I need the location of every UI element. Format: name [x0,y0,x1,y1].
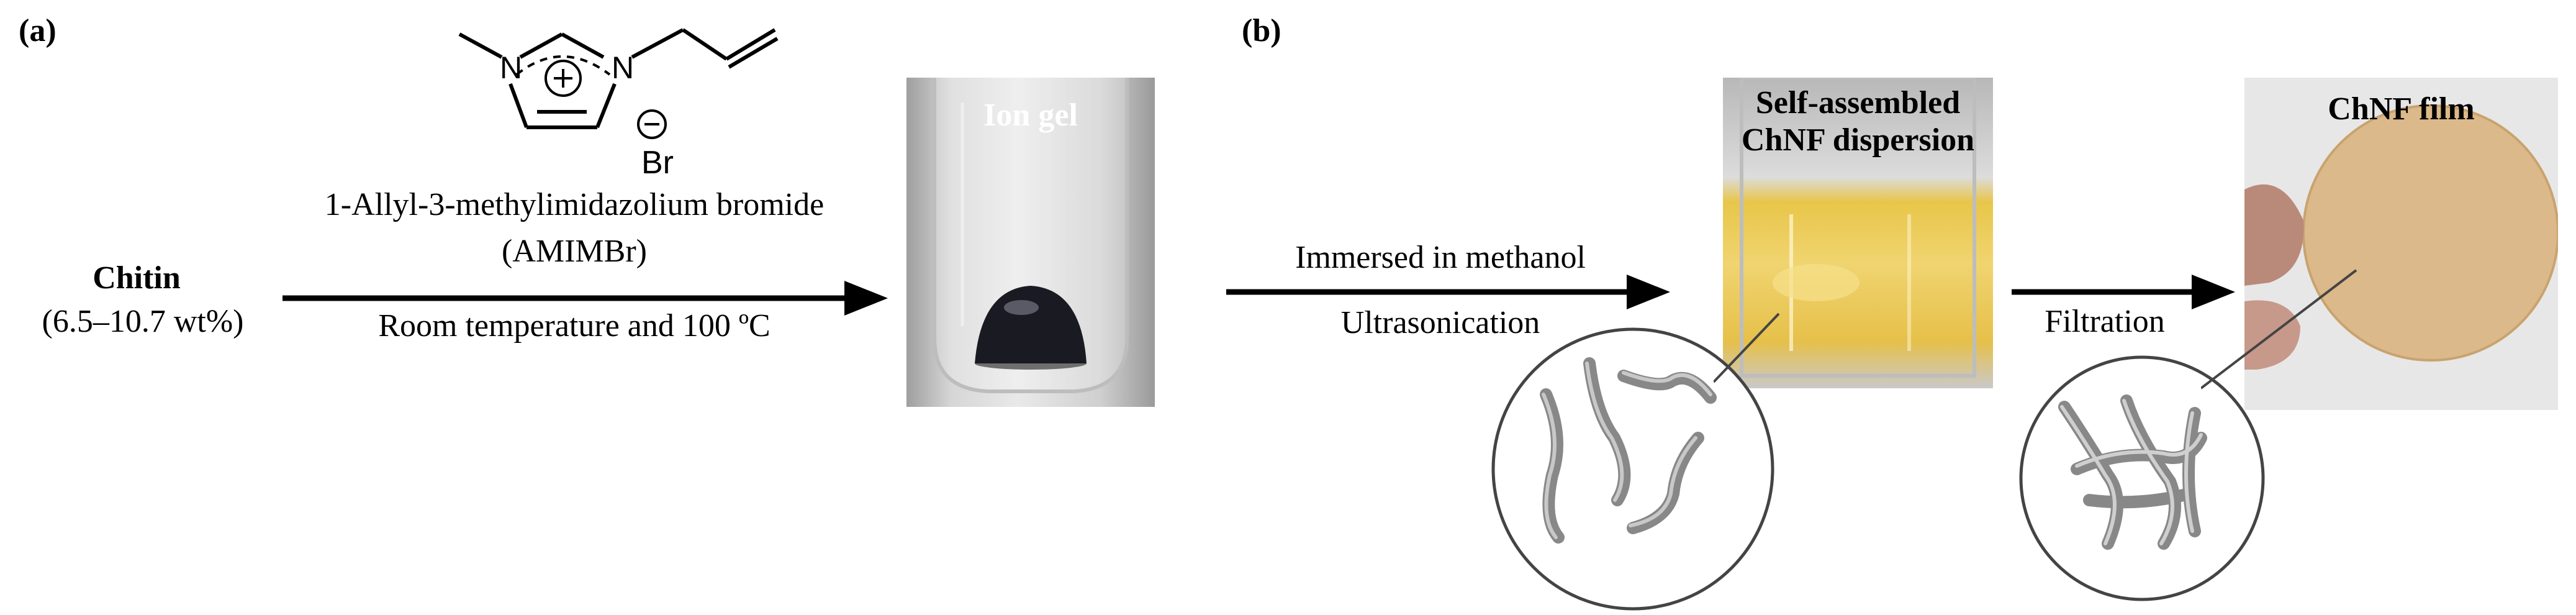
dispersion-photo: Self-assembled ChNF dispersion [1723,78,1993,388]
reagent-name: 1-Allyl-3-methylimidazolium bromide [324,187,825,222]
arrow-self-assembly [1226,273,1673,311]
arrow-filtration [2012,273,2238,311]
dispersion-label-line1: Self-assembled [1755,85,1961,121]
ring-nitrogen-right: N [612,50,635,85]
dissolution-condition: Room temperature and 100 ºC [378,308,771,344]
chitin-label: Chitin [93,260,181,296]
film-label: ChNF film [2328,91,2475,127]
reagent-abbrev: (AMIMBr) [502,234,647,269]
step1-ultrasonication: Ultrasonication [1340,305,1540,340]
step1-immersion: Immersed in methanol [1295,240,1586,275]
ring-nitrogen-left: N [500,50,523,85]
imidazolium-ring-drawing [458,28,779,139]
dispersion-label-line2: ChNF dispersion [1741,122,1975,158]
ion-gel-photo: Ion gel [906,78,1155,407]
zoom-callout-line-1 [1714,311,1807,385]
bromide-anion: Br [641,145,674,181]
ion-gel-label: Ion gel [983,98,1078,133]
panel-a-label: (a) [19,13,56,48]
arrow-dissolution [282,280,891,317]
amimbr-structure: N N Br [435,0,807,186]
film-photo: ChNF film [2244,78,2558,410]
step2-filtration: Filtration [2045,304,2165,339]
nanofiber-network-zoom [2015,339,2269,612]
zoom-callout-line-2 [2201,267,2362,391]
chitin-concentration: (6.5–10.7 wt%) [42,304,244,339]
nanofiber-dispersion-zoom [1484,314,1788,615]
panel-b-label: (b) [1242,13,1281,48]
